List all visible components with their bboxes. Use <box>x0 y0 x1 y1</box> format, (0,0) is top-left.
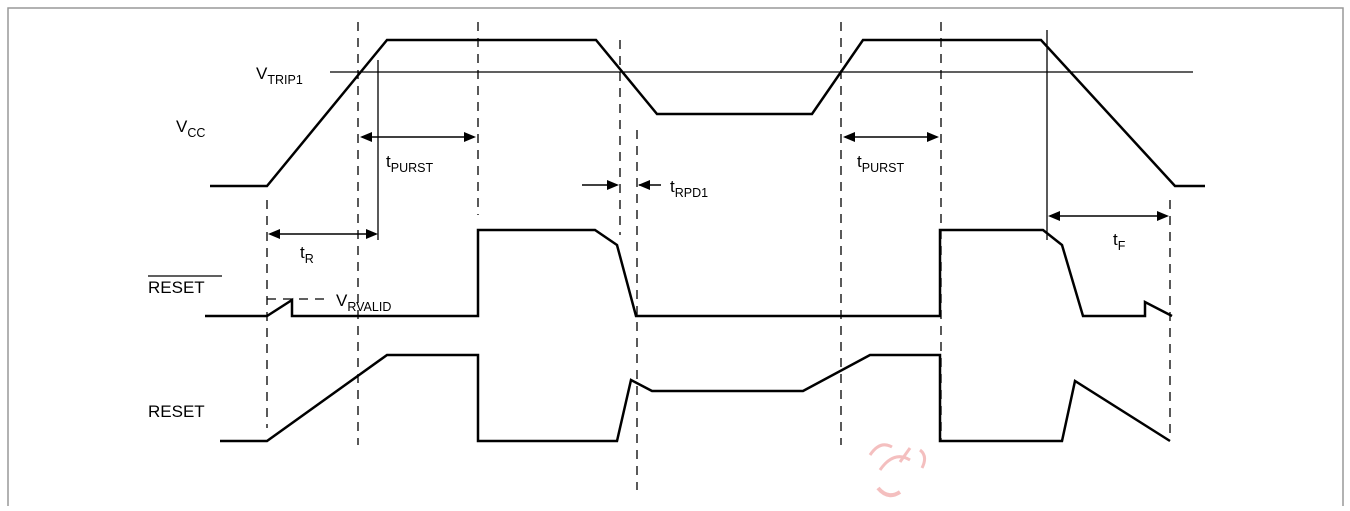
vertical-guides <box>266 22 1171 490</box>
vcc-waveform <box>210 38 1205 188</box>
vrvalid-label: VRVALID <box>336 291 391 314</box>
watermark-stamp <box>868 443 927 498</box>
reset-label: RESET <box>148 402 205 421</box>
tpurst-2-label: tPURST <box>857 152 904 175</box>
tr-label: tR <box>300 243 314 266</box>
tf-label: tF <box>1113 230 1126 253</box>
trpd1-label: tRPD1 <box>670 177 708 200</box>
tpurst-1-label: tPURST <box>386 152 433 175</box>
tpurst-2-arrow <box>843 132 939 142</box>
reset-waveform <box>220 353 1171 443</box>
reset-bar-waveform <box>205 228 1173 318</box>
trpd1-arrow <box>582 180 661 190</box>
tf-arrow <box>1048 211 1169 221</box>
vcc-label: VCC <box>176 117 205 140</box>
reset-bar-label: RESET <box>148 278 205 297</box>
tpurst-1-arrow <box>360 132 476 142</box>
tr-arrow <box>268 229 378 239</box>
vtrip1-label: VTRIP1 <box>256 64 303 87</box>
figure-frame <box>7 7 1344 506</box>
